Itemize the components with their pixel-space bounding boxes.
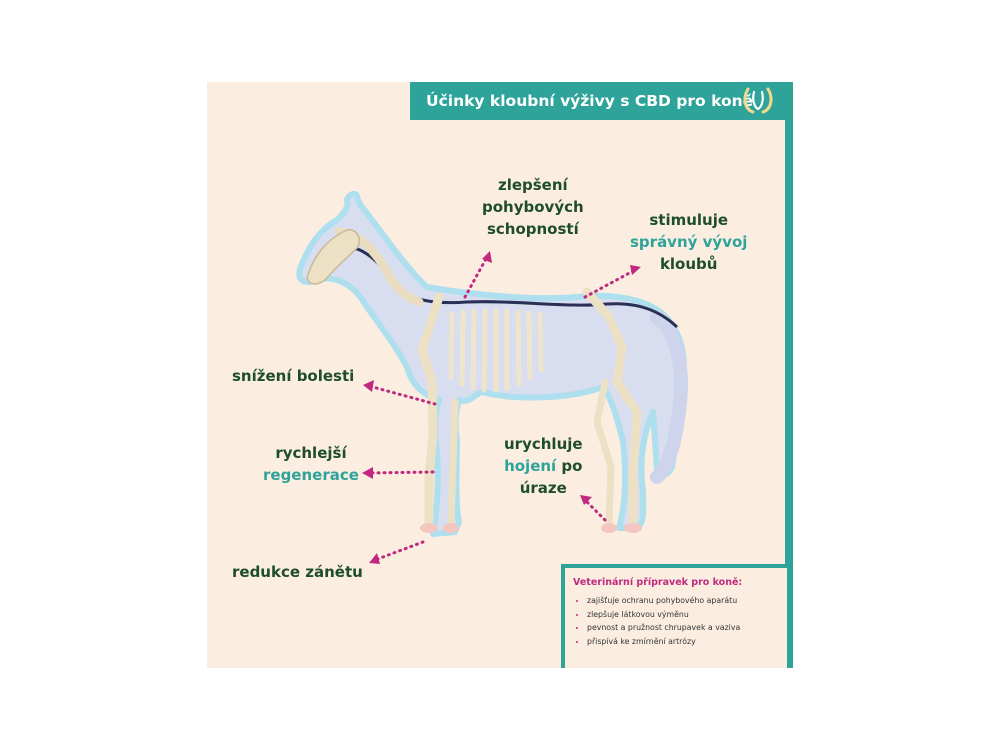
info-box: Veterinární přípravek pro koně: zajišťuj… [561,564,787,668]
arrows [367,255,637,562]
list-item: pevnost a pružnost chrupavek a vaziva [587,621,781,635]
horseshoe-logo-icon [743,87,773,114]
arrowheads [362,251,641,564]
hooves [420,523,642,533]
label-pain: snížení bolesti [232,367,355,385]
infographic-card: Účinky kloubní výživy s CBD pro koně [207,82,793,668]
ribcage [448,308,544,393]
label-healing: urychluje hojení po úraze [504,435,583,497]
list-item: zlepšuje látkovou výměnu [587,608,781,622]
list-item: přispívá ke zmírnění artrózy [587,635,781,649]
accent-rail [785,82,793,668]
label-development: stimuluje správný vývoj kloubů [630,211,748,273]
page-title: Účinky kloubní výživy s CBD pro koně [426,92,754,110]
info-list: zajišťuje ochranu pohybového aparátu zle… [573,594,781,648]
skull [306,229,361,285]
horse-skeleton-illustration [296,190,688,564]
hind-leg-bones [582,287,642,527]
label-movement: zlepšení pohybových schopností [482,176,584,238]
horse-tail [650,310,688,484]
title-bar: Účinky kloubní výživy s CBD pro koně [410,82,793,120]
label-inflammation: redukce zánětu [232,563,363,581]
front-leg-bones [417,292,444,527]
label-regeneration: rychlejší regenerace [263,444,359,484]
list-item: zajišťuje ochranu pohybového aparátu [587,594,781,608]
info-title: Veterinární přípravek pro koně: [573,577,743,588]
